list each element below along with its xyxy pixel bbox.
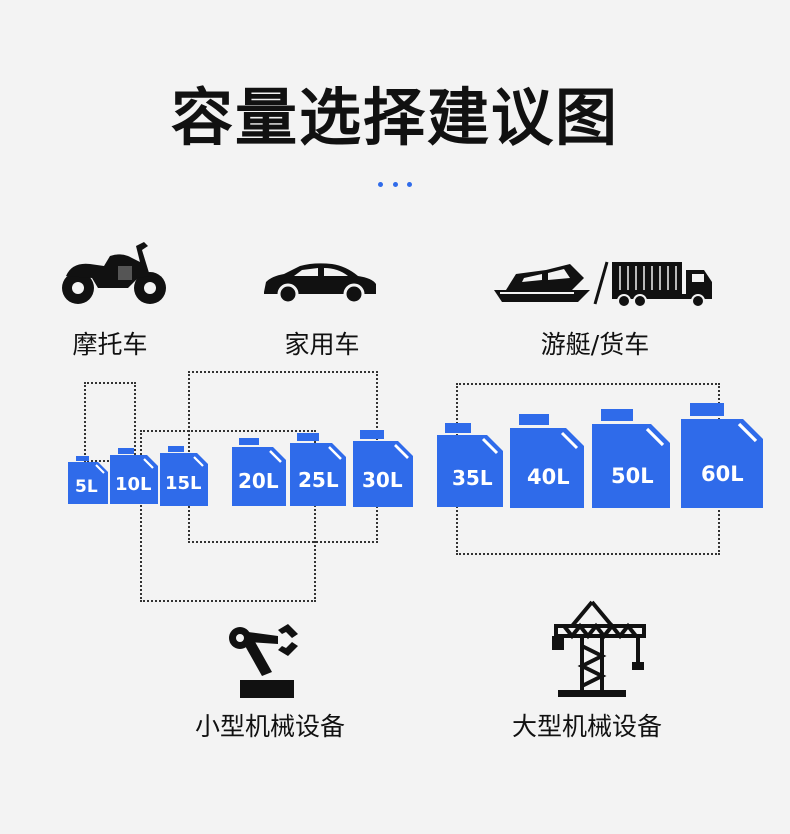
motorcycle-icon	[62, 242, 166, 304]
jug-50l-icon	[592, 409, 670, 508]
jug-60l-icon	[681, 403, 763, 508]
jug-35l-icon	[437, 423, 503, 507]
capacity-label-60l: 60L	[701, 462, 744, 486]
container-truck-icon	[612, 262, 712, 308]
jug-30l-icon	[353, 430, 413, 507]
capacity-label-15l: 15L	[165, 473, 202, 494]
capacity-label-50l: 50L	[611, 464, 654, 488]
jug-5l-icon	[68, 456, 108, 504]
category-label-family-car: 家用车	[284, 330, 360, 359]
car-icon	[264, 263, 376, 304]
grouping-loop-small-machinery	[140, 430, 316, 602]
capacity-label-20l: 20L	[238, 469, 279, 493]
category-label-small-machinery: 小型机械设备	[194, 712, 345, 741]
page-title: 容量选择建议图	[170, 81, 619, 154]
capacity-label-30l: 30L	[362, 468, 403, 492]
jug-25l-icon	[290, 433, 346, 506]
jug-15l-icon	[160, 446, 208, 506]
capacity-label-10l: 10L	[115, 474, 152, 495]
jug-10l-icon	[110, 448, 158, 504]
title-divider-dots	[378, 182, 412, 188]
jug-20l-icon	[232, 438, 286, 506]
category-label-motorcycle: 摩托车	[72, 330, 148, 359]
category-label-yacht-truck: 游艇/货车	[540, 330, 650, 359]
tower-crane-icon	[552, 600, 646, 697]
capacity-label-40l: 40L	[527, 465, 570, 489]
yacht-icon	[494, 264, 590, 302]
capacity-label-35l: 35L	[452, 466, 493, 490]
capacity-label-5l: 5L	[75, 477, 98, 497]
category-label-large-machinery: 大型机械设备	[511, 712, 662, 741]
jug-40l-icon	[510, 414, 584, 508]
robot-arm-icon	[229, 624, 298, 698]
slash-divider	[593, 261, 609, 305]
capacity-label-25l: 25L	[298, 468, 339, 492]
